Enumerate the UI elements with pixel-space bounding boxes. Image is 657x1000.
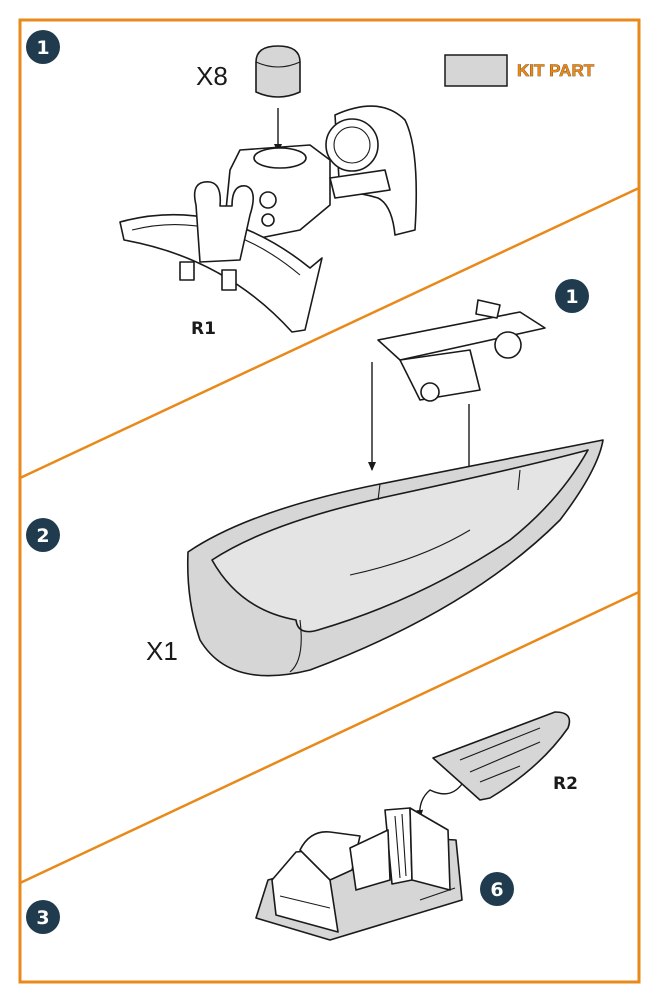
step-2-illustration: 1 X1 [146, 279, 604, 677]
fuselage-half-icon [186, 439, 604, 677]
step1-quantity: X8 [196, 61, 228, 91]
subassembly-badge-icon [555, 279, 589, 313]
step-badge-2: 2 [26, 518, 60, 552]
step1-part-code: R1 [191, 319, 216, 339]
subassembly-badge-icon [480, 872, 514, 906]
step-divider-2-3 [19, 590, 640, 885]
step2-quantity: X1 [146, 636, 178, 666]
panel-part-icon [432, 711, 571, 801]
step-divider-1-2 [19, 186, 640, 480]
step-badge-1: 1 [26, 30, 60, 64]
step-badge-icon [26, 30, 60, 64]
step-3-illustration: R2 6 [255, 711, 578, 941]
step2-subassembly-ref: 1 [565, 286, 578, 308]
kit-part-swatch [444, 54, 508, 87]
gunsight-assembly-icon [119, 105, 418, 333]
step3-subassembly-ref: 6 [490, 879, 503, 901]
step3-part-code: R2 [553, 774, 578, 794]
step-1-illustration: X8 R1 [119, 45, 418, 339]
step-badge-icon [26, 518, 60, 552]
gunsight-subassembly-icon [377, 299, 546, 402]
legend: KIT PART [444, 54, 595, 87]
step-badge-3: 3 [26, 900, 60, 934]
cockpit-tub-icon [255, 807, 463, 941]
sheet-frame [18, 18, 641, 984]
step-number-1: 1 [36, 37, 49, 59]
step-number-2: 2 [36, 525, 49, 547]
step-number-3: 3 [36, 907, 49, 929]
cylinder-part-icon [255, 45, 301, 98]
step3-arrow-icon [415, 783, 463, 819]
legend-label: KIT PART [517, 61, 595, 80]
step-badge-icon [26, 900, 60, 934]
